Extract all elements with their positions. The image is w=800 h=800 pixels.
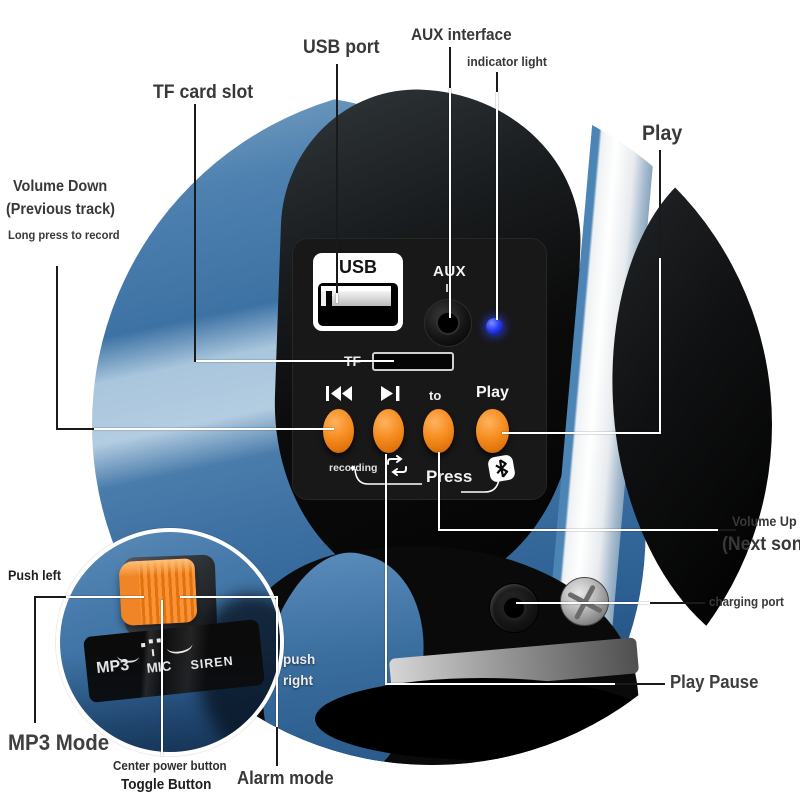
label-play-pause: Play Pause <box>670 672 759 692</box>
media-control-panel: USB AUX TF <box>292 238 547 500</box>
callout-line-play <box>659 150 661 258</box>
bottom-shadow <box>315 678 650 760</box>
callout-line-play-pause <box>615 683 665 685</box>
bluetooth-icon <box>495 459 509 478</box>
callout-line-tf <box>196 360 394 362</box>
usb-port-photo: USB <box>313 253 403 331</box>
usb-port-text: USB <box>338 257 377 277</box>
callout-line-alarm <box>276 596 278 727</box>
label-usb-port: USB port <box>303 37 380 58</box>
callout-line-play <box>502 432 661 434</box>
usb-opening <box>318 283 398 326</box>
bluetooth-badge <box>487 454 516 483</box>
callout-line-play-pause <box>385 683 615 685</box>
label-center-power-button: Center power button <box>113 759 227 773</box>
callout-line-volume-down <box>56 428 94 430</box>
callout-line-mp3-mode <box>34 597 36 723</box>
callout-line-charging <box>650 602 705 604</box>
repeat-icon <box>387 455 407 476</box>
callout-line-push-left <box>34 596 66 598</box>
volume-up-button <box>423 409 454 453</box>
label-tf-card-slot: TF card slot <box>153 82 254 103</box>
callout-line-usb <box>336 293 338 303</box>
mode-switch-inset-circle: MP3 MIC SIREN <box>56 528 284 756</box>
label-alarm-mode: Alarm mode <box>237 768 334 788</box>
callout-line-play <box>659 258 661 434</box>
label-long-press-record: Long press to record <box>8 228 120 242</box>
charging-port-hole <box>501 595 527 621</box>
aux-tick-mark <box>446 284 448 292</box>
play-text: Play <box>476 384 509 401</box>
label-push-right: push right <box>283 649 315 691</box>
callout-line-charging <box>516 602 650 604</box>
label-mp3-mode: MP3 Mode <box>8 730 110 755</box>
callout-line-alarm <box>276 727 278 766</box>
play-pause-button <box>373 409 404 453</box>
play-pause-icon <box>381 386 400 401</box>
callout-line-play-pause <box>385 454 387 684</box>
label-aux-interface: AUX interface <box>411 26 512 44</box>
callout-line-usb <box>336 64 338 293</box>
charging-port-photo <box>489 583 539 633</box>
callout-line-tf <box>194 104 196 362</box>
callout-line-aux <box>449 47 451 88</box>
label-toggle-button: Toggle Button <box>121 777 212 793</box>
callout-line-volume-up <box>438 529 718 531</box>
callout-line-push-left <box>66 596 144 598</box>
press-text: Press <box>426 467 473 486</box>
label-push-right-line1: push <box>283 652 316 667</box>
usb-connector-edge <box>321 286 391 291</box>
label-indicator-light: indicator light <box>467 54 547 69</box>
callout-line-indicator <box>496 92 498 320</box>
usb-connector-tongue <box>332 291 391 306</box>
callout-line-center-button <box>161 600 163 756</box>
to-text: to <box>429 388 442 403</box>
aux-jack-photo <box>424 299 472 347</box>
label-push-right-line2: right <box>283 673 313 688</box>
callout-line-volume-down <box>56 266 58 429</box>
aux-jack-hole <box>436 311 460 335</box>
press-bracket-lines <box>351 466 500 493</box>
play-mode-button <box>476 409 509 453</box>
label-charging-port: charging port <box>709 595 784 609</box>
label-play: Play <box>642 122 683 145</box>
callout-line-volume-up <box>438 452 440 530</box>
label-volume-down: Volume Down <box>13 178 108 195</box>
callout-line-push-right <box>180 596 277 598</box>
inset-bottom-shade <box>60 532 280 752</box>
callout-line-volume-up <box>718 529 736 531</box>
label-push-left: Push left <box>8 568 62 583</box>
label-next-song: (Next song) <box>722 534 800 555</box>
callout-line-volume-down <box>94 428 334 430</box>
usb-connector-pin <box>321 291 326 306</box>
label-volume-up: Volume Up <box>732 514 797 529</box>
callout-line-aux <box>449 88 451 318</box>
indicator-led <box>486 318 503 335</box>
previous-track-icon <box>326 386 352 401</box>
label-previous-track: (Previous track) <box>6 201 115 218</box>
volume-down-button <box>323 409 354 453</box>
callout-line-indicator <box>496 72 498 92</box>
screw-head <box>560 577 609 626</box>
